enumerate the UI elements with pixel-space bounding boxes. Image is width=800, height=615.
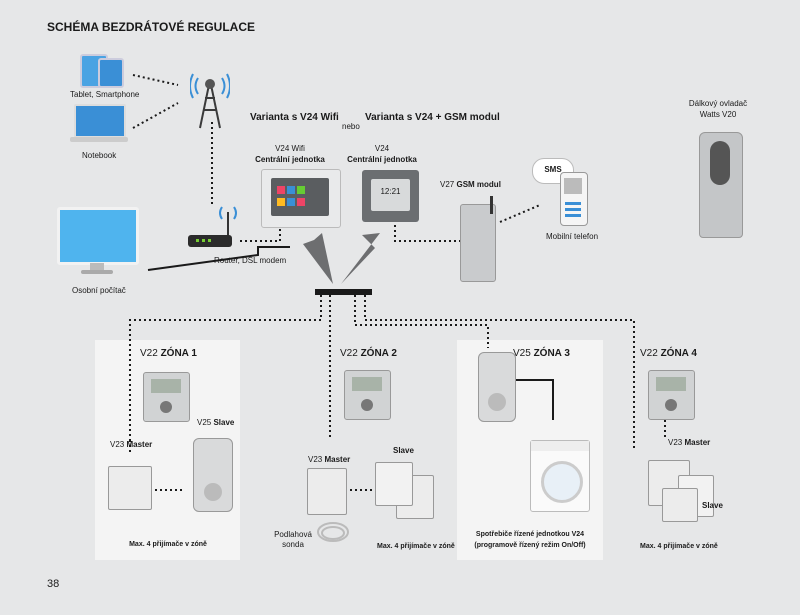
zone-3-plug	[478, 352, 516, 422]
zone-1-master-label: V23 Master	[110, 440, 153, 449]
zone-2-master-label: V23 Master	[308, 455, 351, 464]
zone-1-note: Max. 4 přijímače v zóně	[129, 541, 207, 548]
v24-wifi-model: V24 Wifi	[275, 144, 305, 153]
remote-control	[699, 132, 743, 238]
tablet-smartphone-icon	[80, 54, 124, 88]
phone-label: Mobilní telefon	[546, 232, 599, 241]
variant-gsm-label: Varianta s V24 + GSM modul	[365, 112, 500, 123]
zone-4-slave-box-2	[662, 488, 698, 522]
pc-label: Osobní počítač	[72, 286, 126, 295]
gsm-name: GSM modul	[456, 180, 501, 189]
floor-probe-label-1: Podlahová	[274, 530, 312, 539]
notebook-label: Notebook	[82, 151, 117, 160]
gsm-module	[460, 196, 500, 282]
zone-2-slave-box-2	[375, 462, 413, 506]
zone-3-note-2: (programově řízený režim On/Off)	[474, 542, 586, 549]
zone-1-slave-label: V25 Slave	[197, 418, 235, 427]
zone-3-title: V25 ZÓNA 3	[513, 348, 570, 359]
zone-2-master-box	[307, 468, 347, 515]
zone-1-slave-plug	[193, 438, 233, 512]
antenna-tower-icon	[190, 70, 230, 130]
zone-2-thermostat	[344, 370, 391, 420]
washing-machine-icon	[530, 440, 590, 512]
router-icon	[188, 235, 236, 249]
router-label: Router, DSL modem	[214, 256, 287, 265]
zone-4-thermostat	[648, 370, 695, 420]
zone-4-master-label: V23 Master	[668, 438, 711, 447]
zone-4-slave-label: Slave	[702, 501, 723, 510]
sms-bubble: SMS	[532, 158, 574, 184]
zone-2-title: V22 ZÓNA 2	[340, 348, 397, 359]
mobile-phone-icon	[560, 172, 588, 226]
zone-1-master-box	[108, 466, 152, 510]
page-number: 38	[47, 578, 60, 590]
floor-probe-icon	[313, 518, 353, 548]
zone-1-title: V22 ZÓNA 1	[140, 348, 197, 359]
gsm-label: V27 GSM modul	[440, 180, 501, 190]
floor-probe-label-2: sonda	[282, 540, 304, 549]
v24-model: V24	[374, 144, 390, 153]
tablet-label: Tablet, Smartphone	[70, 90, 140, 99]
remote-label-2: Watts V20	[699, 110, 737, 119]
zone-3-note-1: Spotřebiče řízené jednotkou V24	[475, 531, 585, 538]
v24-unit: 12:21	[362, 170, 419, 222]
gsm-model: V27	[440, 180, 455, 189]
zone-4-note: Max. 4 přijímače v zóně	[640, 543, 718, 550]
page-title: SCHÉMA BEZDRÁTOVÉ REGULACE	[47, 20, 256, 34]
notebook-icon	[70, 104, 128, 144]
zone-2-note: Max. 4 přijímače v zóně	[377, 543, 455, 550]
router-antenna-icon	[214, 204, 242, 236]
variant-or-label: nebo	[342, 122, 360, 131]
v24-wifi-unit	[261, 169, 341, 228]
zone-4-title: V22 ZÓNA 4	[640, 348, 697, 359]
v24-clock: 12:21	[380, 187, 401, 196]
zone-2-slave-label: Slave	[393, 446, 414, 455]
zone-1-thermostat	[143, 372, 190, 422]
v24-role: Centrální jednotka	[347, 155, 417, 164]
variant-wifi-label: Varianta s V24 Wifi	[250, 112, 339, 123]
v24-wifi-role: Centrální jednotka	[255, 155, 325, 164]
pc-icon	[57, 207, 139, 277]
remote-label-1: Dálkový ovladač	[688, 99, 748, 108]
